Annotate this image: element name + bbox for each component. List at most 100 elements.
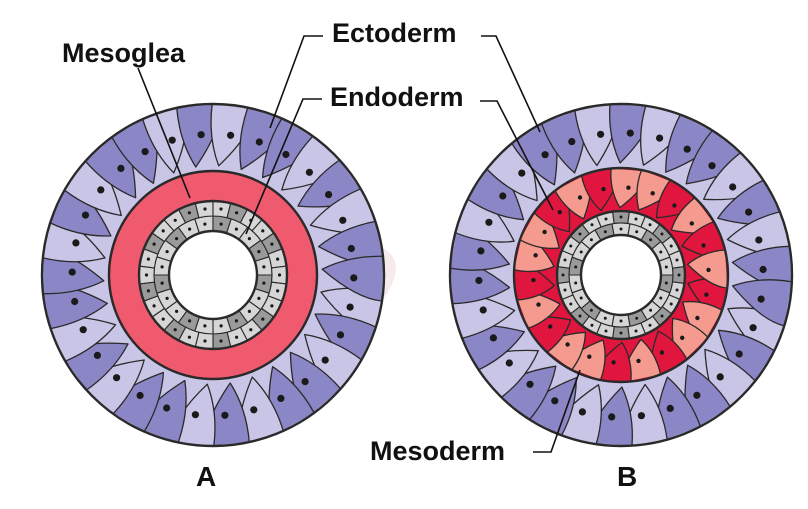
layer-boundary bbox=[448, 102, 794, 448]
nucleus bbox=[235, 211, 239, 215]
nucleus bbox=[735, 350, 743, 358]
nucleus bbox=[680, 335, 685, 340]
nucleus bbox=[563, 258, 567, 262]
nucleus bbox=[677, 273, 681, 277]
nucleus bbox=[277, 394, 285, 402]
nucleus bbox=[276, 257, 280, 261]
nucleus bbox=[203, 207, 207, 211]
nucleus bbox=[569, 302, 573, 306]
nucleus bbox=[669, 302, 673, 306]
nucleus bbox=[590, 323, 594, 327]
endoderm-label: Endoderm bbox=[330, 82, 464, 112]
nucleus bbox=[188, 319, 192, 323]
nucleus bbox=[247, 237, 251, 241]
nucleus bbox=[173, 218, 177, 222]
nucleus bbox=[634, 217, 638, 221]
nucleus bbox=[666, 404, 674, 412]
nucleus bbox=[188, 227, 192, 231]
nucleus bbox=[604, 329, 608, 333]
nucleus bbox=[656, 134, 664, 142]
nucleus bbox=[574, 265, 578, 269]
nucleus bbox=[203, 222, 207, 226]
nucleus bbox=[578, 408, 587, 416]
layer-boundary bbox=[512, 166, 730, 384]
nucleus bbox=[601, 186, 606, 192]
nucleus bbox=[191, 411, 199, 419]
nucleus bbox=[234, 319, 238, 323]
layer-boundary bbox=[579, 233, 663, 317]
nucleus bbox=[227, 131, 235, 139]
caption-b: B bbox=[617, 461, 637, 492]
nucleus bbox=[250, 406, 258, 414]
nucleus bbox=[136, 391, 144, 400]
nucleus bbox=[749, 324, 757, 332]
nucleus bbox=[648, 223, 652, 227]
nucleus bbox=[165, 250, 169, 254]
nucleus bbox=[257, 296, 261, 300]
caption-a: A bbox=[196, 461, 216, 492]
nucleus bbox=[526, 380, 534, 388]
nucleus bbox=[574, 281, 578, 285]
nucleus bbox=[350, 274, 358, 282]
nucleus bbox=[664, 281, 668, 285]
nucleus bbox=[701, 243, 706, 248]
layer-boundary bbox=[167, 229, 259, 321]
nucleus bbox=[234, 227, 238, 231]
nucleus bbox=[589, 308, 593, 312]
nucleus bbox=[175, 237, 179, 241]
nucleus bbox=[144, 273, 149, 277]
layer-boundary bbox=[137, 199, 289, 351]
nucleus bbox=[235, 335, 239, 339]
nucleus bbox=[648, 323, 652, 327]
nucleus bbox=[485, 218, 493, 226]
ectoderm-layer-b bbox=[449, 103, 793, 447]
nucleus bbox=[160, 281, 164, 285]
gut-cavity bbox=[581, 235, 661, 315]
nucleus bbox=[589, 238, 593, 242]
nucleus bbox=[68, 268, 76, 276]
layer-boundary bbox=[555, 209, 687, 341]
nucleus bbox=[113, 374, 121, 382]
nucleus bbox=[261, 317, 265, 321]
nucleus bbox=[489, 334, 497, 342]
nucleus bbox=[203, 339, 207, 343]
layer-boundary bbox=[107, 169, 319, 381]
nucleus bbox=[650, 191, 655, 196]
nucleus bbox=[755, 236, 763, 244]
nucleus bbox=[141, 148, 149, 156]
nucleus bbox=[163, 404, 171, 412]
mesoglea-label: Mesoglea bbox=[62, 38, 186, 68]
nucleus bbox=[175, 309, 179, 313]
nucleus bbox=[706, 267, 711, 273]
nucleus bbox=[675, 288, 679, 292]
nucleus bbox=[590, 223, 594, 227]
nucleus bbox=[693, 391, 701, 399]
nucleus bbox=[93, 351, 101, 359]
nucleus bbox=[619, 227, 623, 231]
nucleus bbox=[533, 253, 538, 258]
nucleus bbox=[505, 359, 513, 367]
nucleus bbox=[531, 277, 536, 283]
nucleus bbox=[301, 378, 309, 386]
nucleus bbox=[708, 162, 716, 170]
nucleus bbox=[649, 308, 653, 312]
nucleus bbox=[146, 257, 150, 261]
nucleus bbox=[339, 216, 347, 224]
endoderm-leader-line-b bbox=[480, 100, 554, 211]
leader-lines bbox=[137, 35, 581, 453]
nucleus bbox=[551, 397, 559, 405]
nucleus bbox=[729, 183, 737, 191]
nucleus bbox=[270, 242, 274, 246]
nucleus bbox=[578, 232, 582, 236]
nucleus bbox=[704, 292, 709, 297]
nucleus bbox=[745, 208, 753, 216]
nucleus bbox=[336, 331, 345, 339]
nucleus bbox=[518, 169, 526, 177]
nucleus bbox=[161, 229, 165, 233]
nucleus bbox=[347, 244, 355, 253]
nucleus bbox=[568, 138, 576, 146]
nucleus bbox=[325, 191, 333, 199]
nucleus bbox=[565, 342, 570, 347]
nucleus bbox=[262, 265, 266, 269]
nucleus bbox=[249, 328, 253, 332]
